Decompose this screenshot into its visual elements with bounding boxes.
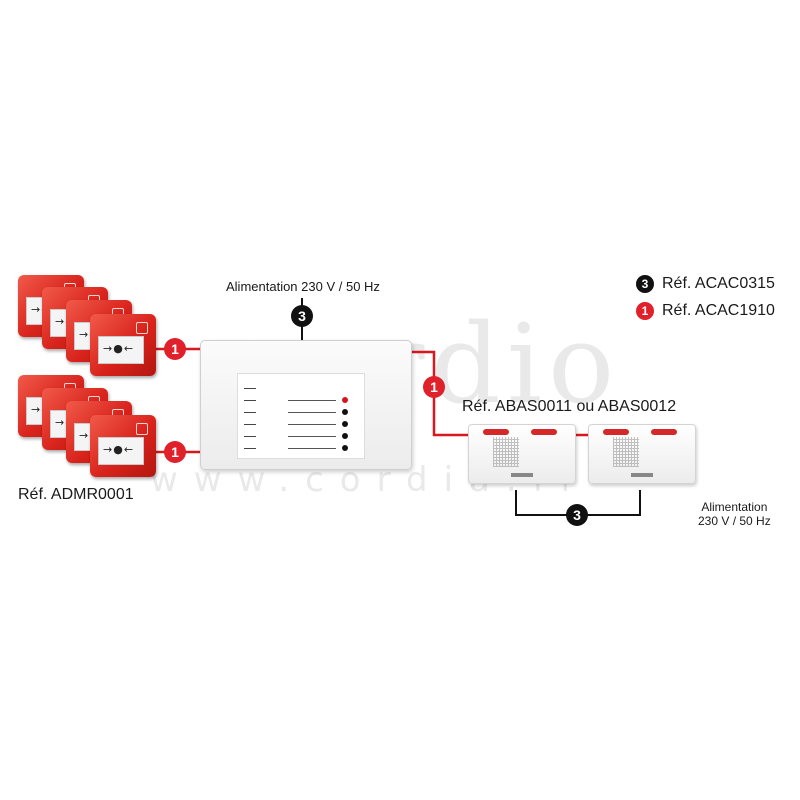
manual-call-point: →●← [90, 415, 156, 477]
panel-led [342, 421, 348, 427]
power-top-label: Alimentation 230 V / 50 Hz [226, 279, 380, 294]
manual-call-point: →●← [90, 314, 156, 376]
legend-badge-black: 3 [636, 275, 654, 293]
power-right-line2: 230 V / 50 Hz [698, 514, 771, 528]
panel-fire-led [342, 397, 348, 403]
callpoints-ref-label: Réf. ADMR0001 [18, 486, 134, 503]
legend-item-acac0315: 3 Réf. ACAC0315 [636, 275, 775, 293]
cable-badge-sirens-power: 3 [566, 504, 588, 526]
cable-badge-callpoints-top: 1 [164, 338, 186, 360]
panel-led [342, 445, 348, 451]
cable-badge-panel-sirens: 1 [423, 376, 445, 398]
legend-item-acac1910: 1 Réf. ACAC1910 [636, 302, 775, 320]
legend-badge-red: 1 [636, 302, 654, 320]
alarm-siren-unit [588, 424, 696, 484]
cable-badge-callpoints-bottom: 1 [164, 441, 186, 463]
legend-text: Réf. ACAC1910 [662, 302, 775, 319]
alarm-control-panel [200, 340, 412, 470]
power-right-label: Alimentation 230 V / 50 Hz [698, 500, 771, 528]
panel-led [342, 409, 348, 415]
panel-faceplate [237, 373, 365, 459]
sirens-ref-label: Réf. ABAS0011 ou ABAS0012 [462, 398, 677, 415]
power-right-line1: Alimentation [701, 500, 768, 514]
cable-badge-panel-power: 3 [291, 305, 313, 327]
panel-led [342, 433, 348, 439]
alarm-siren-unit [468, 424, 576, 484]
legend-text: Réf. ACAC0315 [662, 275, 775, 292]
